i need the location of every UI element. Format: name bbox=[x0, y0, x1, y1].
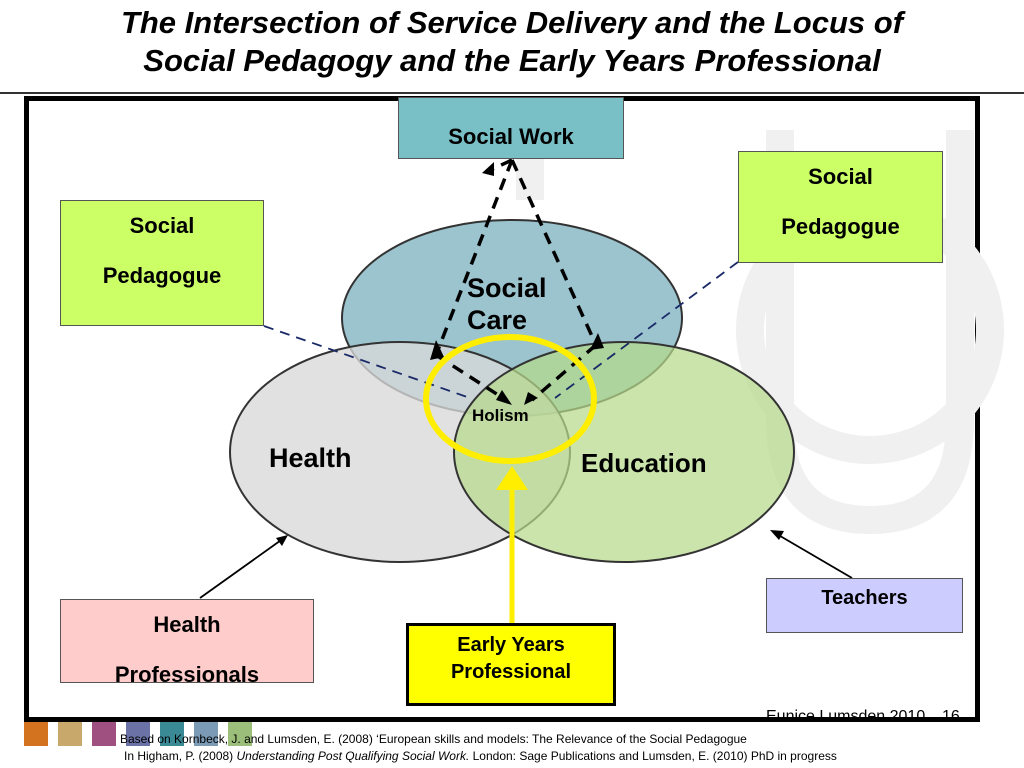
arrowhead-holism-right bbox=[524, 392, 538, 405]
eyp-line2: Professional bbox=[450, 661, 572, 683]
title-rule bbox=[0, 92, 1024, 94]
arrow-teachers bbox=[774, 532, 853, 579]
arrowhead-right-up bbox=[590, 333, 604, 350]
arrowhead-left-up bbox=[430, 340, 444, 360]
arrowhead-teachers bbox=[770, 530, 784, 540]
arrowhead-top-left bbox=[482, 162, 494, 176]
sp-left-line2: Pedagogue bbox=[102, 263, 222, 288]
teachers-box: Teachers bbox=[766, 578, 963, 633]
title-line-1: The Intersection of Service Delivery and… bbox=[120, 5, 904, 40]
author-credit: Eunice Lumsden 2010 bbox=[766, 708, 926, 725]
color-swatch bbox=[194, 722, 218, 746]
arrowhead-health-prof bbox=[276, 535, 288, 546]
color-swatch bbox=[126, 722, 150, 746]
title-line-2: Social Pedagogy and the Early Years Prof… bbox=[143, 43, 881, 78]
slide-title: The Intersection of Service Delivery and… bbox=[0, 4, 1024, 80]
hp-line1: Health bbox=[153, 612, 221, 637]
sp-right-line1: Social bbox=[808, 164, 873, 189]
social-pedagogue-box-left: Social Pedagogue bbox=[60, 200, 264, 326]
circle-education bbox=[453, 341, 795, 563]
reference-line-2-prefix: In Higham, P. (2008) bbox=[124, 749, 237, 763]
arrowhead-holism-left bbox=[496, 390, 512, 405]
dashed-arrow-sw-right bbox=[510, 159, 598, 346]
health-label: Health bbox=[269, 443, 352, 473]
sp-left-line1: Social bbox=[129, 213, 195, 238]
reference-line-2: In Higham, P. (2008) Understanding Post … bbox=[124, 749, 837, 763]
arrow-health-prof bbox=[199, 537, 285, 599]
eyp-arrowhead bbox=[496, 466, 528, 490]
social-care-line2: Care bbox=[467, 305, 528, 335]
reference-line-1: Based on Kornbeck, J. and Lumsden, E. (2… bbox=[120, 732, 747, 746]
social-work-box: Social Work bbox=[398, 97, 624, 159]
reference-line-2-suffix: London: Sage Publications and Lumsden, E… bbox=[469, 749, 837, 763]
health-professionals-box: Health Professionals bbox=[60, 599, 314, 687]
dashed-arrow-right-holism bbox=[530, 343, 598, 402]
reference-book-title: Understanding Post Qualifying Social Wor… bbox=[236, 749, 470, 763]
color-swatch bbox=[58, 722, 82, 746]
dashed-link-left-pedagogue bbox=[263, 325, 471, 399]
teachers-label: Teachers bbox=[821, 587, 908, 609]
sp-right-line2: Pedagogue bbox=[781, 214, 900, 239]
color-swatch bbox=[160, 722, 184, 746]
hp-line2: Professionals bbox=[114, 662, 260, 687]
slide-number: 16 bbox=[942, 708, 960, 725]
social-care-label: Social Care bbox=[467, 272, 577, 336]
holism-label: Holism bbox=[472, 406, 529, 425]
dashed-arrow-left-holism bbox=[435, 353, 507, 402]
holism-highlight-ring bbox=[423, 334, 597, 464]
early-years-professional-box: Early Years Professional bbox=[406, 623, 616, 706]
color-swatch bbox=[92, 722, 116, 746]
social-work-label: Social Work bbox=[448, 124, 574, 149]
eyp-line1: Early Years bbox=[457, 634, 565, 656]
color-swatch bbox=[228, 722, 252, 746]
education-label: Education bbox=[581, 448, 707, 478]
social-pedagogue-box-right: Social Pedagogue bbox=[738, 151, 943, 263]
dashed-arrow-sw-left bbox=[434, 159, 514, 356]
color-swatch bbox=[24, 722, 48, 746]
social-care-line1: Social bbox=[467, 273, 547, 303]
